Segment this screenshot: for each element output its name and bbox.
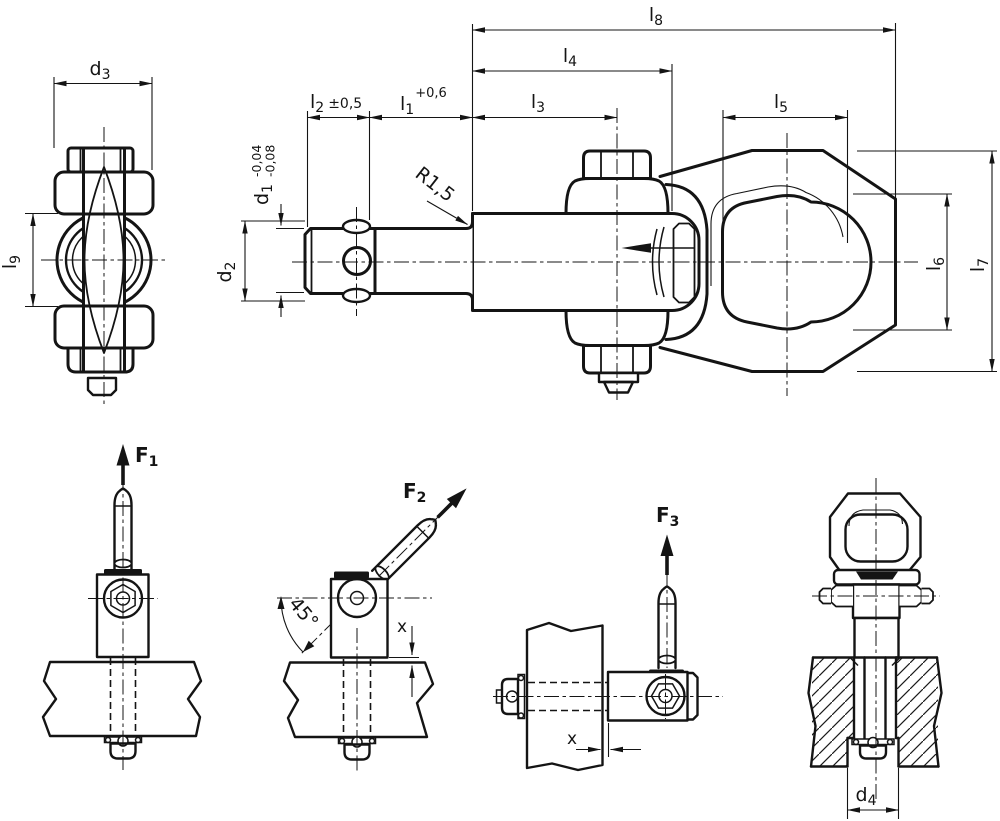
label-d3: d3 [90, 58, 111, 83]
block-right-edge [932, 656, 943, 768]
washer-seat-band [334, 571, 369, 579]
washer-seat-wedge [856, 571, 898, 580]
label-force2: F2 [403, 479, 426, 506]
pin-hole-end [517, 712, 525, 719]
label-d1: d1 [251, 184, 276, 205]
mounting-plate-f2 [282, 661, 435, 739]
arc-arrow [303, 640, 315, 652]
thread-stub-tip [602, 380, 635, 394]
label-l5: l5 [774, 91, 788, 116]
pin-hole-end [134, 736, 142, 744]
pin-axis-45 [301, 511, 444, 654]
retaining-nut [500, 677, 520, 716]
label-l7: l7 [967, 258, 992, 272]
ring-opening-far-edge [710, 185, 844, 286]
block-left-edge [807, 656, 817, 768]
label-l9: l9 [0, 255, 24, 269]
label-l1: l1+0,6 [400, 86, 447, 118]
force3-arrow-head [660, 534, 674, 556]
label-d1-group: d1 -0,04 -0,08 [249, 145, 278, 205]
label-d1-tol-lower: -0,08 [263, 145, 278, 177]
front-view: d3 l9 [0, 58, 167, 404]
pin-hole-end [886, 738, 894, 746]
label-l2: l2±0,5 [310, 91, 362, 116]
bore-chamfer [849, 656, 859, 667]
bore-chamfer [891, 656, 901, 667]
ring-outer-contour [658, 149, 897, 373]
radius-leader [426, 200, 468, 225]
hatch-left [812, 658, 854, 766]
label-clearance-f3: x [567, 729, 577, 749]
thread-stub [86, 376, 118, 397]
tilted-pin-group [301, 488, 467, 654]
pin-hole-end [368, 737, 376, 745]
label-force1: F1 [135, 443, 158, 470]
arc-arrow [277, 596, 285, 609]
figure-f4-block-section: d4 [807, 478, 943, 819]
body-f2 [329, 577, 389, 659]
thread-stub [597, 371, 640, 384]
pin-end [672, 222, 696, 304]
label-force3: F3 [656, 503, 679, 530]
label-d2: d2 [214, 262, 239, 283]
side-view [292, 108, 918, 400]
pin-hole-end [852, 738, 860, 746]
retaining-nut [343, 743, 371, 761]
label-d1-tol-upper: -0,04 [249, 145, 264, 177]
label-l6: l6 [923, 257, 948, 271]
label-l4: l4 [563, 45, 577, 70]
bottom-hex-nut [66, 346, 135, 374]
pin-hole-end [104, 736, 112, 744]
pin-hole-end [338, 737, 346, 745]
label-l3: l3 [531, 91, 545, 116]
figure-f3-horizontal-mount: F3 x [493, 503, 723, 772]
hatch-right [896, 658, 938, 766]
label-l8: l8 [649, 4, 663, 29]
label-clearance-f2: x [397, 617, 407, 637]
retaining-nut [109, 742, 137, 760]
mounting-wall-f3 [525, 621, 604, 772]
force2-arrow-head [446, 488, 467, 509]
retaining-nut [858, 744, 888, 760]
label-d4: d4 [856, 784, 877, 809]
direction-arrow-head [621, 243, 651, 253]
mounting-plate-f1 [41, 660, 203, 738]
figure-f1-vertical-load: F1 [41, 443, 203, 770]
